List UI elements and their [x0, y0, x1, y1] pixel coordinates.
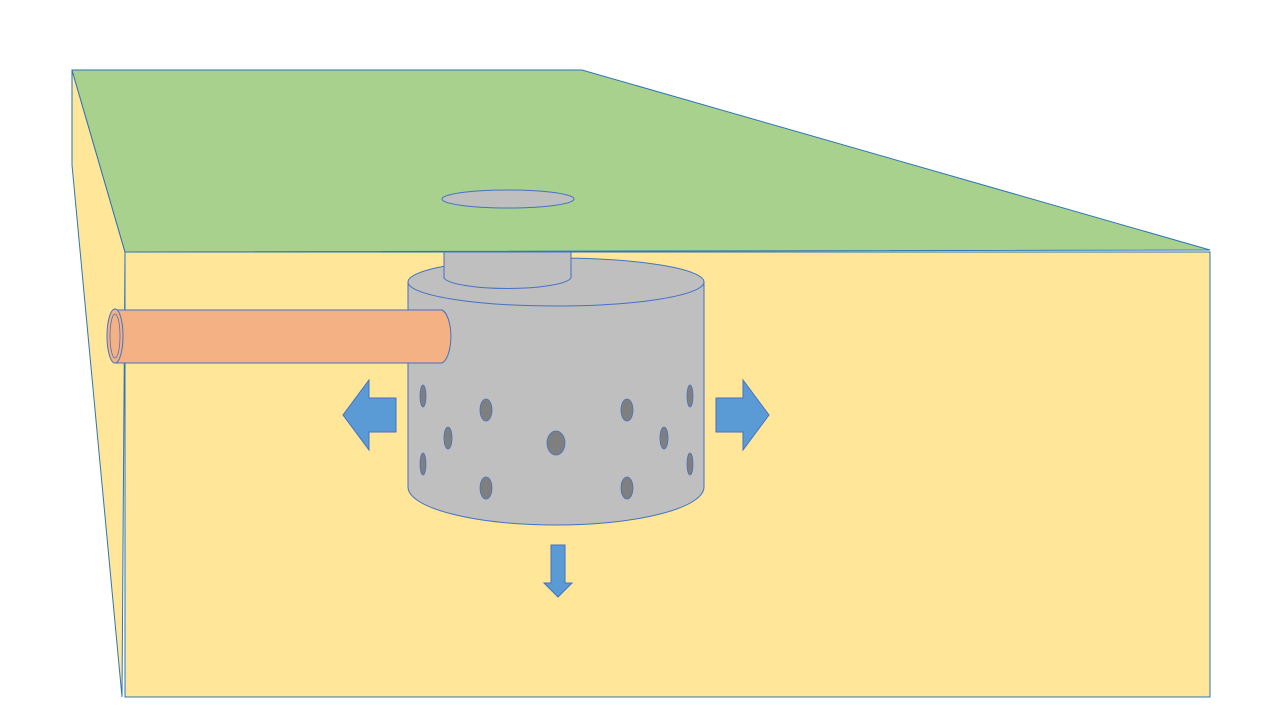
pipe-mouth-inner [109, 313, 121, 359]
pipe-body [114, 309, 452, 364]
hole [620, 398, 634, 422]
hole [443, 426, 453, 450]
perforated-chamber [407, 251, 705, 526]
hole [479, 476, 493, 500]
riser-neck [443, 251, 572, 290]
inlet-pipe [106, 308, 452, 364]
hole [686, 452, 694, 476]
hole [419, 452, 427, 476]
hole [546, 430, 566, 456]
hole [659, 426, 669, 450]
chamber-holes [419, 384, 694, 500]
hole [686, 384, 694, 408]
hole [419, 384, 427, 408]
access-cover [441, 189, 575, 209]
hole [620, 476, 634, 500]
grass-top-surface [71, 69, 1211, 253]
chamber-body [407, 281, 705, 526]
arrow-right [715, 378, 770, 452]
arrow-down [542, 544, 574, 598]
arrow-left [342, 378, 397, 452]
hole [479, 398, 493, 422]
